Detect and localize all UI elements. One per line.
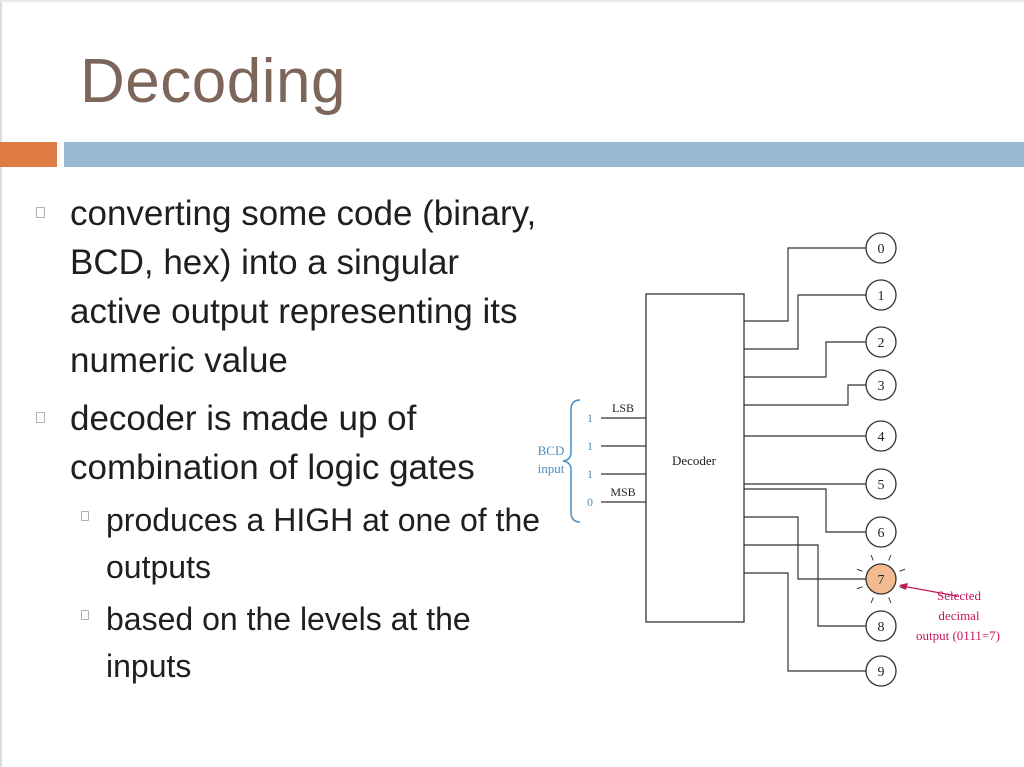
bullet-text: converting some code (binary, BCD, hex) … xyxy=(70,194,537,380)
output-label: 7 xyxy=(878,573,885,588)
output-line xyxy=(744,247,866,322)
slide-frame-top xyxy=(0,0,1024,2)
input-bracket xyxy=(562,399,581,523)
glow-ray xyxy=(870,554,874,561)
output-label: 5 xyxy=(878,478,885,493)
bullet-marker-icon xyxy=(36,412,45,423)
sub-bullet-marker-icon xyxy=(81,610,89,620)
selected-output-circle xyxy=(865,563,897,595)
output-circle xyxy=(865,326,897,358)
output-label: 4 xyxy=(878,430,885,445)
bcd-label: BCD xyxy=(538,443,565,458)
output-line xyxy=(744,294,866,350)
decoder-block xyxy=(645,293,745,623)
input-bit-label: 1 xyxy=(587,467,593,481)
annotation-line-1: Selected xyxy=(937,588,982,603)
sub-bullet-text: produces a HIGH at one of the outputs xyxy=(106,502,541,585)
glow-ray xyxy=(888,597,892,604)
input-name-label: LSB xyxy=(612,401,634,415)
output-line xyxy=(744,516,866,580)
output-circle xyxy=(865,279,897,311)
output-label: 1 xyxy=(878,289,885,304)
output-line xyxy=(744,384,866,406)
bullet-item: converting some code (binary, BCD, hex) … xyxy=(36,189,556,385)
output-line xyxy=(744,572,866,672)
output-line xyxy=(744,488,866,533)
input-bit-label: 1 xyxy=(587,411,593,425)
glow-ray xyxy=(856,568,863,572)
decoder-label: Decoder xyxy=(672,453,717,468)
input-lines: 1 LSB 1 1 0 MSB xyxy=(587,401,646,509)
sub-bullet-marker-icon xyxy=(81,511,89,521)
output-circle xyxy=(865,420,897,452)
annotation-line-3: output (0111=7) xyxy=(916,628,1000,643)
title-accent-bar-blue xyxy=(64,142,1024,167)
output-circle xyxy=(865,369,897,401)
output-lines: 0 1 2 3 4 5 6 7 8 9 xyxy=(744,232,906,687)
slide-frame-left xyxy=(0,0,2,767)
sub-bullet-text: based on the levels at the inputs xyxy=(106,601,471,684)
bullet-text: decoder is made up of combination of log… xyxy=(70,399,475,487)
annotation-arrow xyxy=(901,585,958,597)
output-line xyxy=(744,341,866,378)
output-circle xyxy=(865,610,897,642)
glow-ray xyxy=(888,554,892,561)
bullet-marker-icon xyxy=(36,207,45,218)
output-line xyxy=(744,544,866,627)
output-label: 8 xyxy=(878,620,885,635)
glow-ray xyxy=(870,597,874,604)
sub-bullet-item: produces a HIGH at one of the outputs xyxy=(36,497,556,591)
glow-ray xyxy=(899,568,906,572)
output-circle xyxy=(865,232,897,264)
bullet-item: decoder is made up of combination of log… xyxy=(36,394,556,492)
input-name-label: MSB xyxy=(610,485,635,499)
output-label: 0 xyxy=(878,242,885,257)
slide-title: Decoding xyxy=(80,47,346,116)
output-label: 6 xyxy=(878,526,885,541)
sub-bullet-item: based on the levels at the inputs xyxy=(36,596,556,690)
input-bit-label: 1 xyxy=(587,439,593,453)
output-circle xyxy=(865,516,897,548)
output-label: 3 xyxy=(878,379,885,394)
glow-ray xyxy=(856,586,863,590)
annotation-arrowhead-icon xyxy=(899,583,908,590)
bullet-list: converting some code (binary, BCD, hex) … xyxy=(36,189,556,767)
output-label: 9 xyxy=(878,665,885,680)
bcd-input-label: input xyxy=(538,461,565,476)
input-bit-label: 0 xyxy=(587,495,593,509)
annotation-line-2: decimal xyxy=(938,608,980,623)
output-circle xyxy=(865,468,897,500)
output-circle xyxy=(865,655,897,687)
output-label: 2 xyxy=(878,336,885,351)
title-accent-bar-orange xyxy=(0,142,57,167)
